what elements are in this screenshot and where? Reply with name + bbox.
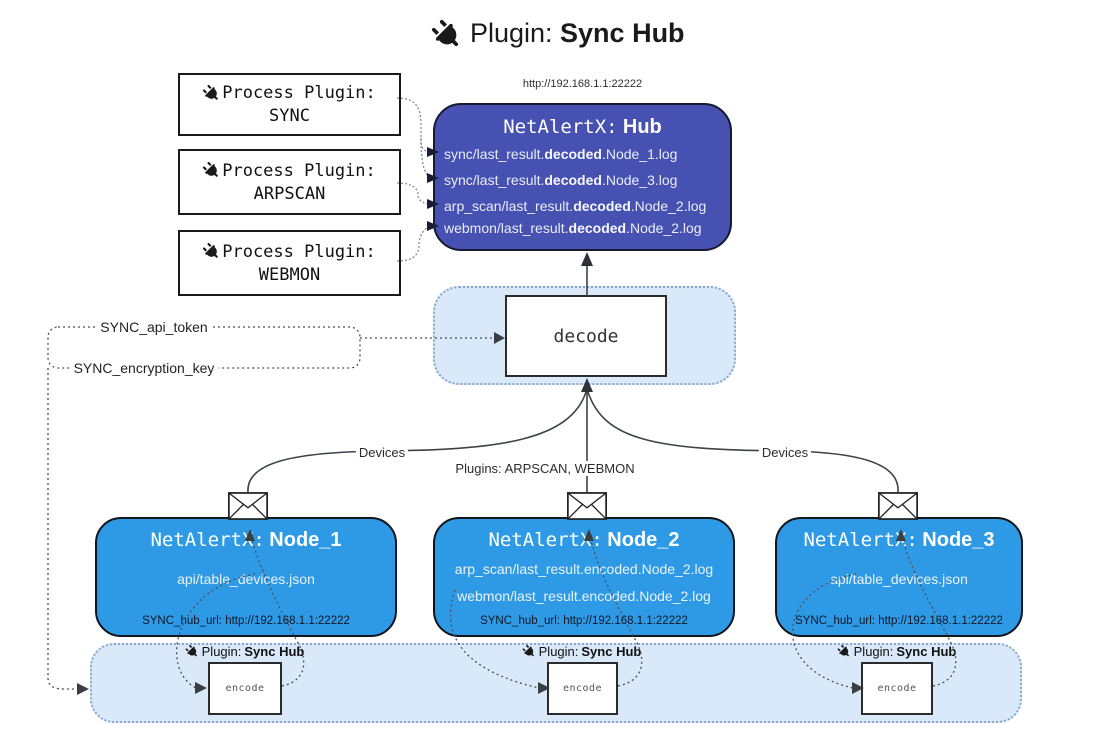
plug-icon xyxy=(522,644,536,658)
hub-box: NetAlertX: Hub sync/last_result.decoded.… xyxy=(433,103,732,251)
encoder-plugin-label: Plugin:Sync Hub xyxy=(185,644,304,659)
plug-icon xyxy=(432,19,462,50)
decode-box: decode xyxy=(505,295,667,377)
page-title: Plugin: Sync Hub xyxy=(0,18,1117,50)
envelope-icon xyxy=(878,492,918,520)
sync-api-token-label: SYNC_api_token xyxy=(96,319,212,335)
hub-log-row: arp_scan/last_result.decoded.Node_2.log xyxy=(444,198,707,214)
arrowheads-dotted xyxy=(77,332,906,695)
encode-box: encode xyxy=(861,662,933,715)
process-plugin-arpscan: Process Plugin: ARPSCAN xyxy=(178,149,401,215)
title-name: Sync Hub xyxy=(560,18,685,48)
process-plugin-name: WEBMON xyxy=(258,264,321,285)
node-3-box: NetAlertX: Node_3 api/table_devices.json… xyxy=(775,517,1023,637)
process-plugin-label: Process Plugin: xyxy=(222,83,376,103)
node-file: arp_scan/last_result.encoded.Node_2.log xyxy=(454,561,714,577)
plug-icon xyxy=(185,644,199,658)
envelope-icon xyxy=(567,492,607,520)
title-prefix: Plugin: xyxy=(469,18,553,48)
node-file: webmon/last_result.encoded.Node_2.log xyxy=(457,588,711,604)
edge-label-devices-left: Devices xyxy=(355,445,409,460)
node-2-box: NetAlertX: Node_2 arp_scan/last_result.e… xyxy=(433,517,735,637)
plug-icon xyxy=(203,84,220,102)
encode-box: encode xyxy=(547,662,618,715)
process-plugin-name: SYNC xyxy=(269,106,310,126)
hub-log-row: sync/last_result.decoded.Node_1.log xyxy=(444,146,678,162)
encoder-plugin-label: Plugin:Sync Hub xyxy=(837,644,956,659)
encoder-plugin-label: Plugin:Sync Hub xyxy=(522,644,641,659)
process-plugin-webmon: Process Plugin: WEBMON xyxy=(178,230,401,296)
process-plugin-label: Process Plugin: xyxy=(222,241,376,262)
process-plugin-label: Process Plugin: xyxy=(222,160,376,181)
edge-label-devices-right: Devices xyxy=(758,445,812,460)
node-hub-url: SYNC_hub_url: http://192.168.1.1:22222 xyxy=(795,615,1003,627)
plug-icon xyxy=(203,161,220,179)
node-title: NetAlertX: Node_1 xyxy=(150,529,342,551)
node-1-box: NetAlertX: Node_1 api/table_devices.json… xyxy=(95,517,397,637)
hub-log-row: webmon/last_result.decoded.Node_2.log xyxy=(444,220,702,236)
node-file: api/table_devices.json xyxy=(830,571,968,587)
node-title: NetAlertX: Node_2 xyxy=(488,529,680,551)
node-hub-url: SYNC_hub_url: http://192.168.1.1:22222 xyxy=(480,615,688,627)
plug-icon xyxy=(837,644,851,658)
node-file: api/table_devices.json xyxy=(177,571,315,587)
hub-log-row: sync/last_result.decoded.Node_3.log xyxy=(444,172,678,188)
encode-box: encode xyxy=(208,662,282,715)
process-plugin-name: ARPSCAN xyxy=(253,183,326,204)
hub-title: NetAlertX: Hub xyxy=(503,116,662,138)
hub-url: http://192.168.1.1:22222 xyxy=(522,78,643,90)
edge-label-plugins: Plugins: ARPSCAN, WEBMON xyxy=(452,461,638,476)
sync-encryption-key-label: SYNC_encryption_key xyxy=(69,360,219,376)
envelope-icon xyxy=(228,492,268,520)
node-hub-url: SYNC_hub_url: http://192.168.1.1:22222 xyxy=(142,615,350,627)
process-plugin-sync: Process Plugin: SYNC xyxy=(178,73,401,136)
node-title: NetAlertX: Node_3 xyxy=(803,529,995,551)
plug-icon xyxy=(203,242,220,260)
